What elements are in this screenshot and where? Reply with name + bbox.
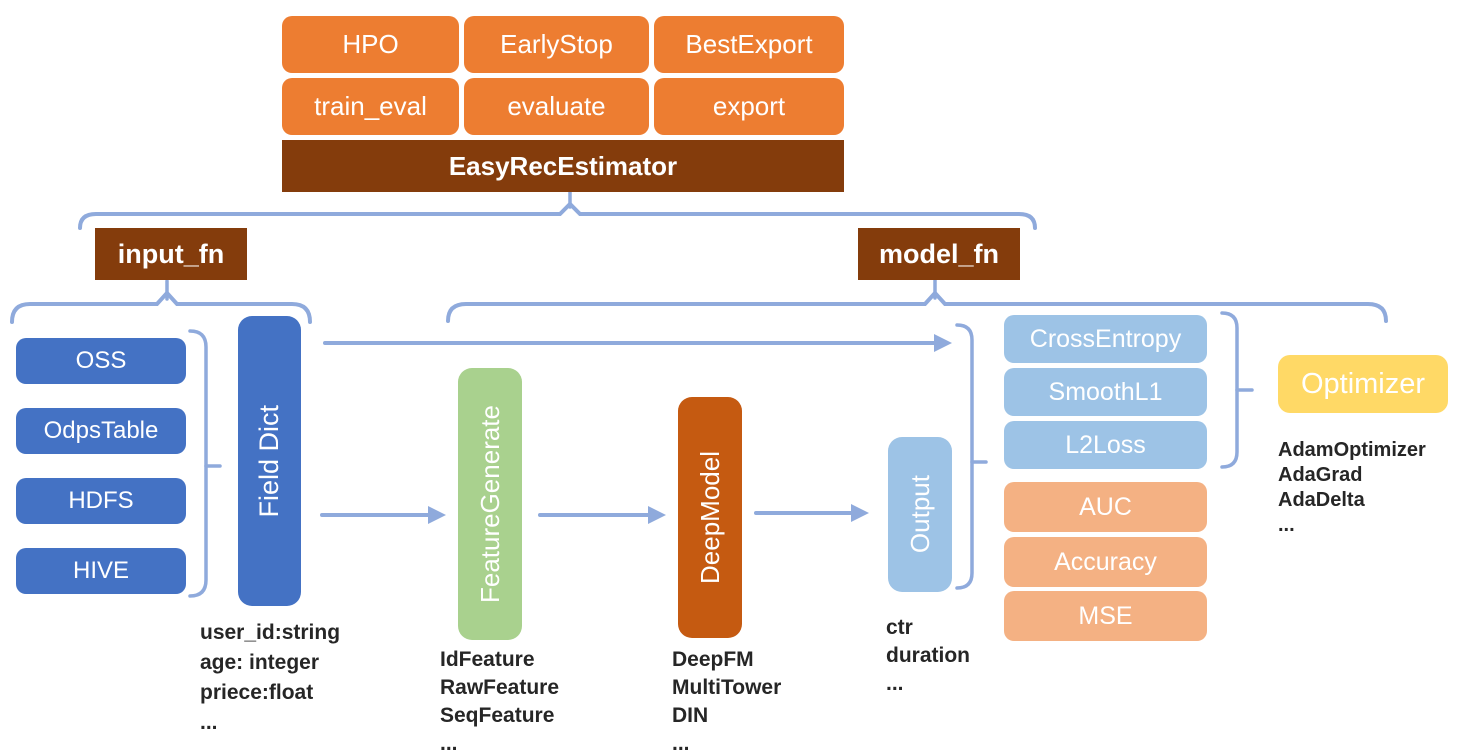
data-source-box-odpstable: OdpsTable <box>16 408 186 454</box>
estimator-label: EasyRecEstimator <box>448 150 678 181</box>
optimizer-item: AdaDelta <box>1278 489 1365 511</box>
data-source-box-oss: OSS <box>16 338 186 384</box>
loss-box-smoothl1: SmoothL1 <box>1004 368 1207 416</box>
method-box-export: export <box>654 78 844 135</box>
loss-label: SmoothL1 <box>1048 377 1163 406</box>
arrow-field-dict-to-losses-head <box>934 334 952 352</box>
model-item: ... <box>672 732 690 752</box>
feature-generate-label: FeatureGenerate <box>474 404 505 603</box>
optimizer-label: Optimizer <box>1300 367 1426 400</box>
feature-item: IdFeature <box>440 648 535 671</box>
loss-box-crossentropy: CrossEntropy <box>1004 315 1207 363</box>
data-source-label: OdpsTable <box>43 417 159 444</box>
data-sources-bracket <box>188 329 208 598</box>
optimizer-box: Optimizer <box>1278 355 1448 413</box>
model-fn-brace <box>446 290 1388 323</box>
output-box: Output <box>888 437 952 592</box>
method-label: EarlyStop <box>500 29 613 59</box>
model-item: DeepFM <box>672 648 754 671</box>
method-box-evaluate: evaluate <box>464 78 649 135</box>
estimator-bar: EasyRecEstimator <box>282 140 844 192</box>
data-source-box-hive: HIVE <box>16 548 186 594</box>
model-item: DIN <box>672 704 709 727</box>
metric-label: MSE <box>1078 601 1133 630</box>
data-source-label: OSS <box>75 347 127 374</box>
loss-box-l2loss: L2Loss <box>1004 421 1207 469</box>
estimator-brace <box>78 201 1037 230</box>
model-fn-label: model_fn <box>878 238 999 269</box>
metric-box-auc: AUC <box>1004 482 1207 532</box>
arrow-field-dict-to-feature-generate-head <box>428 506 446 524</box>
data-source-label: HDFS <box>68 487 134 514</box>
loss-label: L2Loss <box>1065 430 1146 459</box>
feature-item: RawFeature <box>440 676 560 699</box>
output-list: ctr duration ... <box>886 614 970 698</box>
method-box-earlystop: EarlyStop <box>464 16 649 73</box>
method-box-train-eval: train_eval <box>282 78 459 135</box>
method-label: export <box>712 91 786 121</box>
optimizer-item: AdamOptimizer <box>1278 439 1426 461</box>
deep-model-label: DeepModel <box>694 451 725 584</box>
field-dict-box: Field Dict <box>238 316 301 606</box>
feature-item: SeqFeature <box>440 704 555 727</box>
metric-box-accuracy: Accuracy <box>1004 537 1207 587</box>
metric-label: Accuracy <box>1054 547 1157 576</box>
output-label: Output <box>904 475 935 554</box>
arrow-feature-generate-to-deep-model-head <box>648 506 666 524</box>
feature-list: IdFeature RawFeature SeqFeature ... <box>440 646 559 752</box>
data-source-box-hdfs: HDFS <box>16 478 186 524</box>
method-label: HPO <box>342 29 399 59</box>
losses-bracket <box>1220 311 1239 469</box>
data-source-label: HIVE <box>72 557 129 584</box>
field-item: user_id:string <box>200 621 341 644</box>
loss-label: CrossEntropy <box>1029 324 1182 353</box>
input-fn-box: input_fn <box>95 228 247 280</box>
output-item: ctr <box>886 616 913 639</box>
feature-item: ... <box>440 732 458 752</box>
field-item: age: integer <box>200 651 320 674</box>
feature-generate-box: FeatureGenerate <box>458 368 522 640</box>
model-list: DeepFM MultiTower DIN ... <box>672 646 781 752</box>
method-label: train_eval <box>314 91 427 121</box>
arrow-deep-model-to-output-head <box>851 504 869 522</box>
metric-box-mse: MSE <box>1004 591 1207 641</box>
metric-label: AUC <box>1079 492 1132 521</box>
input-fn-label: input_fn <box>117 238 225 269</box>
optimizer-item: ... <box>1278 514 1295 536</box>
output-item: ... <box>886 672 904 695</box>
field-dict-list: user_id:string age: integer priece:float… <box>200 618 340 738</box>
method-label: evaluate <box>507 91 606 121</box>
optimizer-list: AdamOptimizer AdaGrad AdaDelta ... <box>1278 438 1426 538</box>
model-fn-box: model_fn <box>858 228 1020 280</box>
output-item: duration <box>886 644 970 667</box>
method-label: BestExport <box>685 29 813 59</box>
method-box-bestexport: BestExport <box>654 16 844 73</box>
field-item: ... <box>200 711 218 734</box>
optimizer-item: AdaGrad <box>1278 464 1363 486</box>
field-item: priece:float <box>200 681 314 704</box>
output-bracket <box>955 323 974 590</box>
deep-model-box: DeepModel <box>678 397 742 638</box>
field-dict-label: Field Dict <box>254 404 284 518</box>
model-item: MultiTower <box>672 676 782 699</box>
method-box-hpo: HPO <box>282 16 459 73</box>
